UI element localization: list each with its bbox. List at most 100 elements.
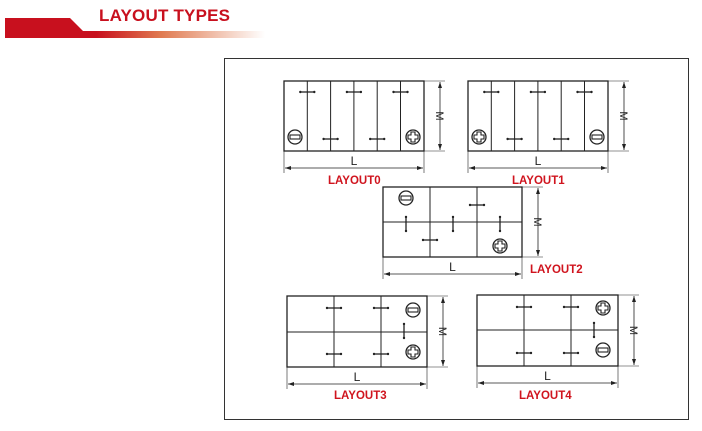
layout2-drawing: ML — [382, 186, 543, 279]
layout4-drawing: ML — [476, 294, 639, 388]
dimension-arrow — [536, 188, 540, 256]
negative-terminal-icon — [398, 190, 414, 206]
connector-dot — [299, 90, 302, 94]
connector-dot — [421, 238, 425, 242]
connector-dot — [339, 306, 343, 310]
negative-terminal-icon — [595, 342, 611, 358]
dimension-l-label: L — [449, 260, 456, 274]
connector-dot — [404, 229, 408, 233]
cell-connector — [562, 351, 580, 355]
positive-terminal-icon — [492, 238, 508, 254]
connector-dot — [406, 90, 409, 94]
cell-connector — [322, 137, 339, 141]
layout3-label: LAYOUT3 — [334, 390, 387, 402]
connector-dot — [386, 306, 390, 310]
connector-dot — [498, 215, 502, 219]
cell-connector — [404, 215, 408, 233]
connector-dot — [451, 215, 455, 219]
dimension-arrow — [478, 381, 617, 385]
cell-connector — [515, 351, 533, 355]
connector-dot — [576, 305, 580, 309]
layout0-drawing: ML — [283, 80, 445, 173]
cell-connector — [562, 305, 580, 309]
dimension-m-label: M — [627, 326, 639, 335]
cell-connector — [325, 352, 343, 356]
connector-dot — [313, 90, 316, 94]
connector-dot — [543, 90, 547, 94]
dimension-arrow — [438, 82, 442, 150]
connector-dot — [468, 203, 472, 207]
connector-dot — [515, 305, 519, 309]
connector-dot — [322, 137, 325, 141]
connector-dot — [576, 351, 580, 355]
layout1-label: LAYOUT1 — [512, 175, 565, 187]
dimension-m-label: M — [531, 217, 543, 226]
dimension-m-label: M — [617, 111, 629, 120]
connector-dot — [435, 238, 439, 242]
cell-connector — [369, 137, 386, 141]
page-title: LAYOUT TYPES — [99, 6, 231, 25]
dimension-arrow — [288, 382, 426, 386]
cell-connector — [392, 90, 409, 94]
dimension-arrow — [384, 272, 521, 276]
minus-sign — [400, 195, 412, 201]
negative-terminal-icon — [405, 302, 421, 318]
connector-dot — [372, 306, 376, 310]
cell-connector — [529, 90, 547, 94]
cell-connector — [299, 90, 316, 94]
connector-dot — [498, 229, 502, 233]
connector-dot — [383, 137, 386, 141]
connector-dot — [590, 90, 593, 94]
cell-connector — [402, 322, 406, 340]
layout4-label: LAYOUT4 — [519, 390, 572, 402]
connector-dot — [553, 137, 556, 141]
cell-connector — [451, 215, 455, 233]
plus-sign — [494, 240, 506, 252]
cell-connector — [421, 238, 439, 242]
connector-dot — [520, 137, 523, 141]
minus-sign — [289, 134, 301, 140]
dimension-m-label: M — [433, 111, 445, 120]
connector-dot — [592, 335, 596, 339]
connector-dot — [372, 352, 376, 356]
connector-dot — [336, 137, 339, 141]
connector-dot — [402, 322, 406, 326]
cell-connector — [515, 305, 533, 309]
positive-terminal-icon — [595, 300, 611, 316]
negative-terminal-icon — [287, 129, 303, 145]
dimension-l-label: L — [535, 154, 542, 168]
connector-dot — [515, 351, 519, 355]
dimension-l-label: L — [544, 369, 551, 383]
minus-sign — [591, 134, 603, 140]
connector-dot — [392, 90, 395, 94]
connector-dot — [592, 321, 596, 325]
cell-connector — [345, 90, 363, 94]
cell-connector — [325, 306, 343, 310]
cell-connector — [576, 90, 593, 94]
dimension-arrow — [622, 82, 626, 150]
plus-sign — [597, 302, 609, 314]
layout2-label: LAYOUT2 — [530, 264, 583, 276]
connector-dot — [345, 90, 349, 94]
connector-dot — [482, 203, 486, 207]
dimension-arrow — [441, 297, 445, 366]
dimension-arrow — [469, 166, 607, 170]
dimension-arrow — [285, 166, 423, 170]
connector-dot — [529, 305, 533, 309]
positive-terminal-icon — [405, 344, 421, 360]
plus-sign — [407, 346, 419, 358]
layout0-label: LAYOUT0 — [328, 175, 381, 187]
connector-dot — [483, 90, 486, 94]
connector-dot — [325, 352, 329, 356]
connector-dot — [562, 351, 566, 355]
dimension-m-label: M — [436, 327, 448, 336]
dimension-arrow — [632, 296, 636, 365]
cell-connector — [372, 306, 390, 310]
plus-sign — [473, 131, 485, 143]
connector-dot — [402, 336, 406, 340]
layout1-drawing: ML — [467, 80, 629, 173]
plus-sign — [407, 131, 419, 143]
connector-dot — [497, 90, 500, 94]
cell-connector — [506, 137, 523, 141]
connector-dot — [451, 229, 455, 233]
